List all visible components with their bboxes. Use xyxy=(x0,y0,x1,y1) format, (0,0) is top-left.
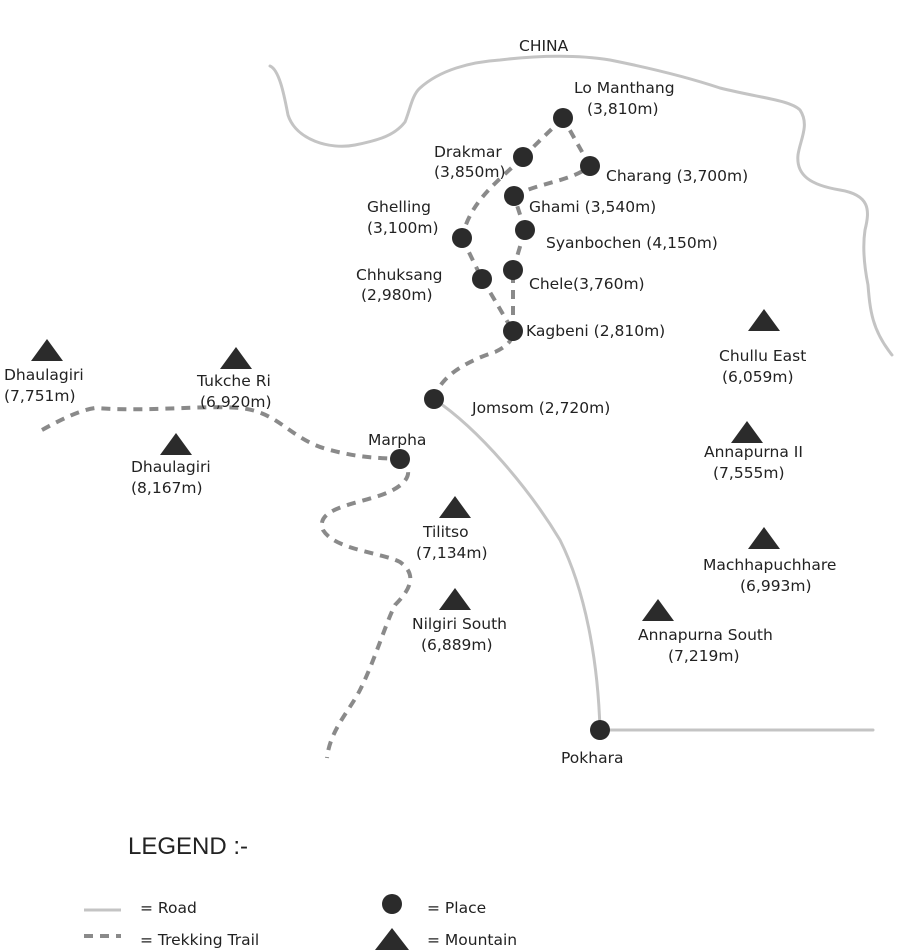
mountain-elev-nilgiri-south: (6,889m) xyxy=(421,636,493,654)
china-label: CHINA xyxy=(519,37,569,55)
legend-trail-label: = Trekking Trail xyxy=(140,931,259,949)
place-name-chhuksang: Chhuksang xyxy=(356,266,443,284)
legend: LEGEND :- = Road = Trekking Trail = Plac… xyxy=(84,833,517,950)
mountain-name-tukche-ri: Tukche Ri xyxy=(196,372,271,390)
place-marker-syanbochen[interactable] xyxy=(515,220,535,240)
place-name-marpha: Marpha xyxy=(368,431,426,449)
mountain-elev-dhaulagiri-2: (8,167m) xyxy=(131,479,203,497)
place-labels: Lo Manthang (3,810m) Drakmar (3,850m) Ch… xyxy=(356,79,748,767)
place-elev-chhuksang: (2,980m) xyxy=(361,286,433,304)
place-marker-chele[interactable] xyxy=(503,260,523,280)
mountain-elev-dhaulagiri-1: (7,751m) xyxy=(4,387,76,405)
mountain-elev-machhapuchhare: (6,993m) xyxy=(740,577,812,595)
place-marker-charang[interactable] xyxy=(580,156,600,176)
china-border xyxy=(268,54,894,357)
trail-ghami-charang xyxy=(513,164,592,198)
mountain-icon-nilgiri-south[interactable] xyxy=(439,588,471,610)
trail-jomsom-kagbeni xyxy=(432,330,515,400)
mountain-elev-annapurna-south: (7,219m) xyxy=(668,647,740,665)
place-elev-ghelling: (3,100m) xyxy=(367,219,439,237)
mountain-name-machhapuchhare: Machhapuchhare xyxy=(703,556,836,574)
place-name-ghelling: Ghelling xyxy=(367,198,431,216)
legend-title: LEGEND :- xyxy=(128,833,248,860)
place-label-syanbochen: Syanbochen (4,150m) xyxy=(546,234,718,252)
mountain-elev-annapurna-ii: (7,555m) xyxy=(713,464,785,482)
place-marker-kagbeni[interactable] xyxy=(503,321,523,341)
road-jomsom-pokhara xyxy=(432,397,602,732)
mountain-elev-tukche-ri: (6,920m) xyxy=(200,393,272,411)
mountain-name-dhaulagiri-1: Dhaulagiri xyxy=(4,366,84,384)
mountain-name-chullu-east: Chullu East xyxy=(719,347,806,365)
mountain-labels: Dhaulagiri (7,751m) Tukche Ri (6,920m) D… xyxy=(4,347,836,665)
mountain-icon-annapurna-ii[interactable] xyxy=(731,421,763,443)
trail-marpha-south xyxy=(319,457,413,759)
place-name-drakmar: Drakmar xyxy=(434,143,502,161)
place-label-charang: Charang (3,700m) xyxy=(606,167,748,185)
trail-drakmar-ghelling xyxy=(460,155,525,239)
mountain-icon-dhaulagiri-1[interactable] xyxy=(31,339,63,361)
place-elev-drakmar: (3,850m) xyxy=(434,163,506,181)
mountain-name-dhaulagiri-2: Dhaulagiri xyxy=(131,458,211,476)
place-label-ghami: Ghami (3,540m) xyxy=(529,198,656,216)
trekking-trails xyxy=(41,116,592,759)
mountain-elev-tilitso: (7,134m) xyxy=(416,544,488,562)
mountain-icon-tukche-ri[interactable] xyxy=(220,347,252,369)
legend-road-label: = Road xyxy=(140,899,197,917)
place-label-chele: Chele(3,760m) xyxy=(529,275,645,293)
place-marker-pokhara[interactable] xyxy=(590,720,610,740)
legend-mountain-label: = Mountain xyxy=(427,931,517,949)
mountain-name-nilgiri-south: Nilgiri South xyxy=(412,615,507,633)
mountain-icon-dhaulagiri-2[interactable] xyxy=(160,433,192,455)
place-marker-ghami[interactable] xyxy=(504,186,524,206)
place-name-pokhara: Pokhara xyxy=(561,749,623,767)
mountain-icon-machhapuchhare[interactable] xyxy=(748,527,780,549)
place-marker-lo-manthang[interactable] xyxy=(553,108,573,128)
place-marker-jomsom[interactable] xyxy=(424,389,444,409)
mountain-name-annapurna-ii: Annapurna II xyxy=(704,443,803,461)
place-marker-marpha[interactable] xyxy=(390,449,410,469)
place-marker-ghelling[interactable] xyxy=(452,228,472,248)
place-markers xyxy=(390,108,610,740)
mountain-elev-chullu-east: (6,059m) xyxy=(722,368,794,386)
mountain-icon-annapurna-south[interactable] xyxy=(642,599,674,621)
mountain-icon-chullu-east[interactable] xyxy=(748,309,780,331)
place-label-jomsom: Jomsom (2,720m) xyxy=(471,399,610,417)
place-elev-lo-manthang: (3,810m) xyxy=(587,100,659,118)
legend-place-label: = Place xyxy=(427,899,486,917)
place-marker-drakmar[interactable] xyxy=(513,147,533,167)
mountain-markers xyxy=(31,309,780,621)
trail-dhaulagiri-marpha xyxy=(41,405,401,461)
place-name-lo-manthang: Lo Manthang xyxy=(574,79,675,97)
mountain-icon-tilitso[interactable] xyxy=(439,496,471,518)
place-label-kagbeni: Kagbeni (2,810m) xyxy=(526,322,665,340)
legend-mountain-swatch xyxy=(375,928,409,950)
place-marker-chhuksang[interactable] xyxy=(472,269,492,289)
mountain-name-tilitso: Tilitso xyxy=(422,523,469,541)
legend-place-swatch xyxy=(382,894,402,914)
mountain-name-annapurna-south: Annapurna South xyxy=(638,626,773,644)
